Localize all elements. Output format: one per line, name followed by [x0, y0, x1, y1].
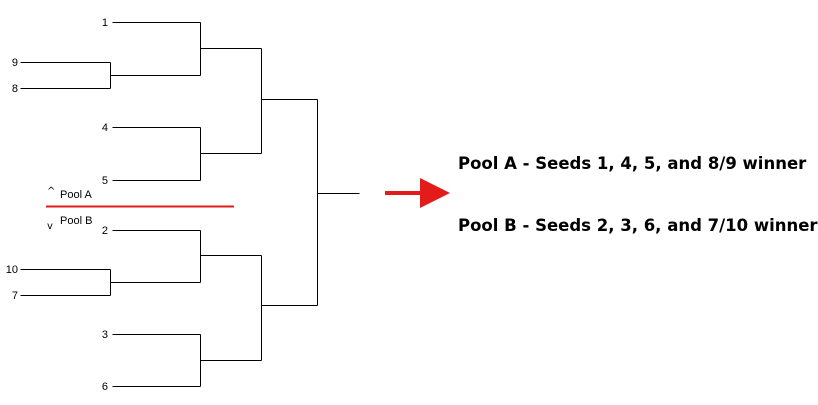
seed-label-4: 4 [102, 122, 108, 134]
seed-label-1: 1 [102, 17, 108, 29]
seed-label-8: 8 [12, 83, 18, 95]
pool-b-caret: v [47, 221, 53, 232]
seed-label-2: 2 [102, 225, 108, 237]
seed-label-3: 3 [102, 329, 108, 341]
seed-label-5: 5 [102, 175, 108, 187]
seed-label-6: 6 [102, 381, 108, 393]
pool-a-description: Pool A - Seeds 1, 4, 5, and 8/9 winner [458, 154, 807, 173]
pool-b-description: Pool B - Seeds 2, 3, 6, and 7/10 winner [458, 216, 818, 235]
seed-label-10: 10 [6, 264, 18, 276]
pool-b-label: Pool B [60, 215, 92, 227]
seed-label-7: 7 [12, 290, 18, 302]
pool-a-caret: ^ [47, 186, 55, 197]
pool-a-label: Pool A [60, 189, 92, 201]
seed-label-9: 9 [12, 57, 18, 69]
right-arrow-icon [385, 178, 450, 208]
